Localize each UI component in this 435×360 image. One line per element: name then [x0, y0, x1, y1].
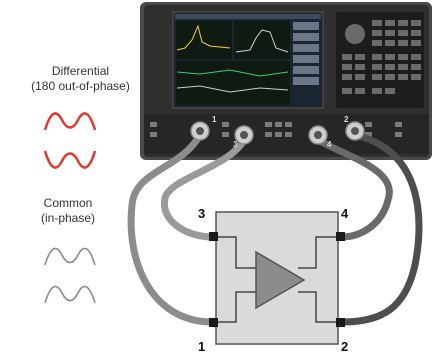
differential-wave-bottom	[45, 151, 95, 168]
differential-subtitle: (180 out-of-phase)	[28, 79, 133, 94]
dut-port-1-label: 1	[198, 339, 205, 354]
dut-pin-3	[209, 232, 218, 241]
differential-amplifier-icon	[209, 212, 345, 344]
common-wave-bottom	[45, 286, 95, 303]
analyzer-port-3-label: 3	[233, 140, 238, 149]
dut-pin-2	[336, 318, 345, 327]
common-title: Common	[28, 196, 108, 211]
common-wave-top	[45, 248, 95, 265]
dut-pin-1	[209, 318, 218, 327]
common-subtitle: (in-phase)	[28, 211, 108, 226]
analyzer-port-1-label: 1	[212, 115, 217, 124]
dut-port-4-label: 4	[341, 206, 348, 221]
cable-port-2	[342, 135, 419, 322]
dut-port-2-label: 2	[341, 339, 348, 354]
differential-wave-top	[45, 113, 95, 130]
cable-port-1	[131, 135, 213, 322]
analyzer-port-4-label: 4	[327, 140, 332, 149]
differential-label-group: Differential (180 out-of-phase)	[28, 64, 133, 94]
analyzer-port-2-label: 2	[344, 115, 349, 124]
common-label-group: Common (in-phase)	[28, 196, 108, 226]
differential-title: Differential	[28, 64, 133, 79]
network-analyzer-icon	[140, 2, 432, 160]
dut-port-3-label: 3	[198, 206, 205, 221]
dut-pin-4	[336, 232, 345, 241]
